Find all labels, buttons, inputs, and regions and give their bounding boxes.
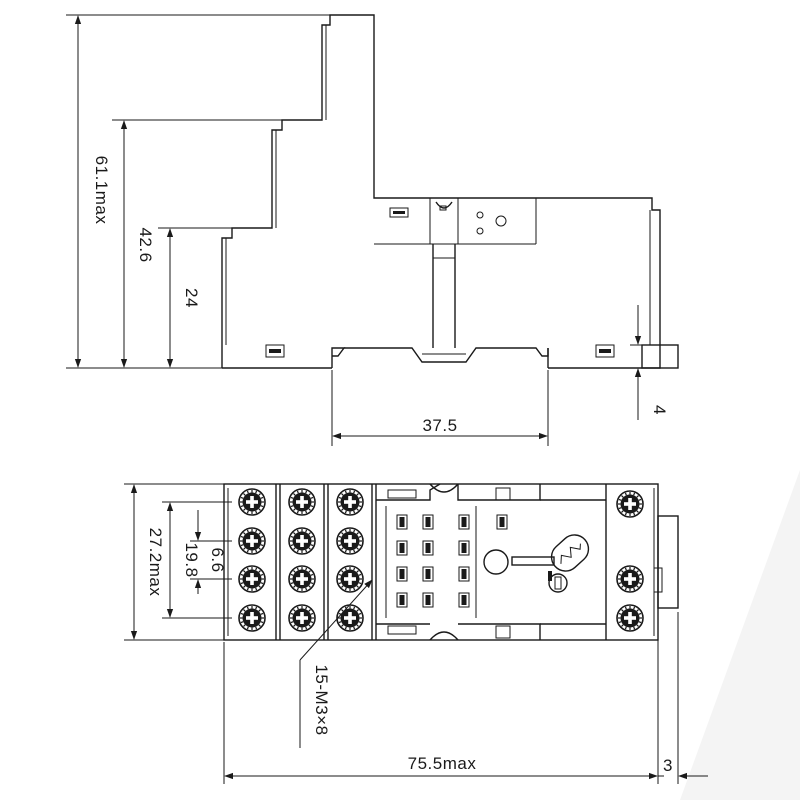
screw-icon bbox=[238, 488, 266, 516]
label-overall-height: 61.1max bbox=[92, 156, 111, 225]
label-pitch-row: 19.8 bbox=[182, 542, 201, 577]
pin-slot bbox=[458, 540, 470, 556]
screw-icon bbox=[288, 527, 316, 555]
label-overall-length: 75.5max bbox=[408, 754, 477, 773]
lock-clip bbox=[550, 534, 590, 572]
screw-icon bbox=[336, 527, 364, 555]
screw-terminals bbox=[238, 488, 644, 632]
screw-icon bbox=[616, 490, 644, 518]
label-low-height: 24 bbox=[182, 288, 201, 308]
spring-clip bbox=[511, 556, 555, 566]
leader-screw-spec bbox=[299, 579, 373, 661]
pin-slot bbox=[458, 514, 470, 530]
pin-slots bbox=[396, 514, 508, 608]
screw-icon bbox=[616, 604, 644, 632]
side-body-outline bbox=[221, 14, 661, 369]
side-slot-bottom bbox=[595, 344, 615, 358]
pin-slot bbox=[422, 566, 434, 582]
screw-icon bbox=[336, 565, 364, 593]
watermark-shape bbox=[680, 470, 800, 800]
label-tab-width: 3 bbox=[663, 756, 673, 775]
pin-slot bbox=[396, 566, 408, 582]
screw-icon bbox=[288, 488, 316, 516]
pin-slot bbox=[496, 514, 508, 530]
screw-icon bbox=[616, 565, 644, 593]
pin-slot bbox=[422, 514, 434, 530]
pin-slot bbox=[396, 592, 408, 608]
top-dimensions: 27.2max 19.8 6.6 15-M3×8 75.5max 3 bbox=[124, 483, 708, 784]
pin-slot bbox=[396, 540, 408, 556]
side-pin-hole bbox=[495, 215, 507, 227]
side-pin-hole bbox=[476, 211, 484, 219]
side-pin-hole bbox=[476, 227, 484, 235]
lock-hole bbox=[548, 573, 568, 593]
screw-icon bbox=[288, 565, 316, 593]
side-slot-top bbox=[389, 207, 409, 218]
label-rail-thickness: 4 bbox=[650, 405, 669, 415]
pin-slot bbox=[458, 592, 470, 608]
label-mid-height: 42.6 bbox=[136, 227, 155, 262]
side-dimensions: 61.1max 42.6 24 4 37.5 bbox=[66, 14, 669, 446]
screw-icon bbox=[238, 604, 266, 632]
pin-slot bbox=[422, 592, 434, 608]
screw-icon bbox=[336, 604, 364, 632]
side-view bbox=[221, 14, 679, 369]
label-front-height: 27.2max bbox=[146, 528, 165, 597]
pin-slot bbox=[458, 566, 470, 582]
center-hole bbox=[483, 549, 509, 575]
label-screw-spec: 15-M3×8 bbox=[312, 664, 331, 735]
screw-icon bbox=[288, 604, 316, 632]
top-tab bbox=[657, 515, 679, 609]
pin-slot bbox=[396, 514, 408, 530]
din-clip bbox=[331, 347, 346, 368]
screw-icon bbox=[238, 565, 266, 593]
label-pitch-small: 6.6 bbox=[208, 547, 227, 572]
screw-icon bbox=[336, 488, 364, 516]
label-rail-width: 37.5 bbox=[422, 416, 457, 435]
side-slot-bottom bbox=[265, 344, 285, 358]
pin-slot bbox=[422, 540, 434, 556]
top-view bbox=[223, 483, 679, 641]
screw-icon bbox=[238, 527, 266, 555]
